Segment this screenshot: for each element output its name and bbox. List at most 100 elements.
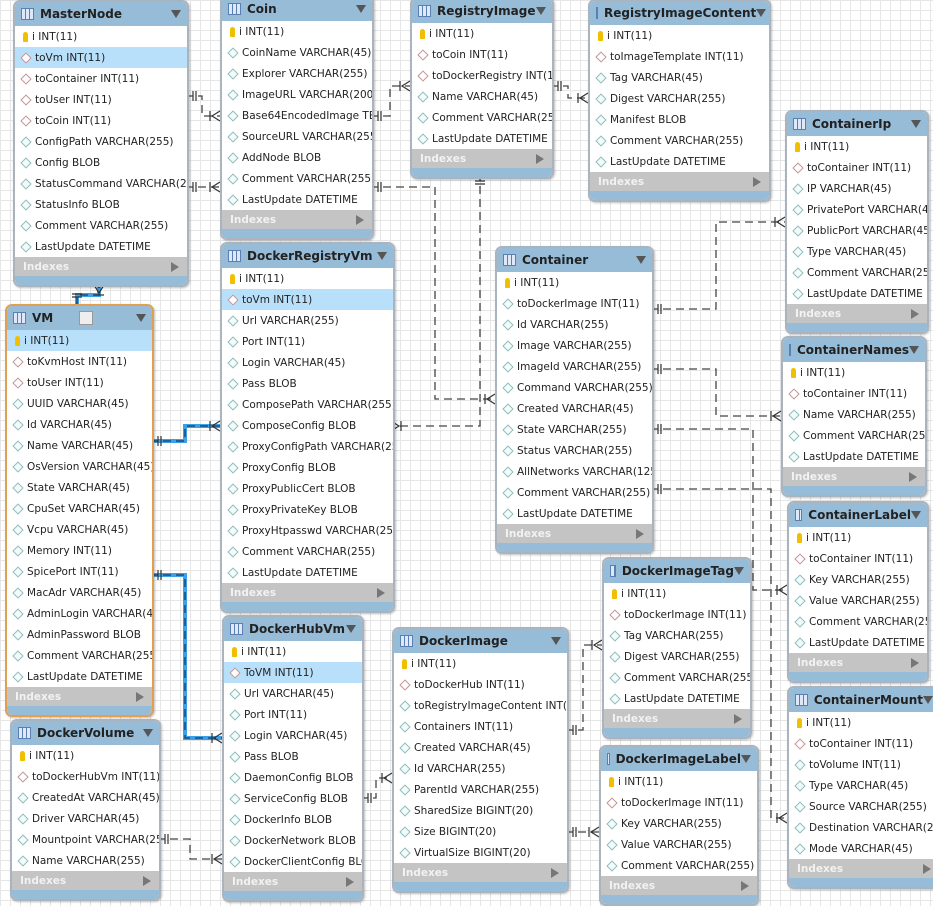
collapse-arrow-icon[interactable] bbox=[756, 9, 767, 17]
column-row[interactable]: CpuSet VARCHAR(45) bbox=[7, 498, 152, 519]
column-row[interactable]: i INT(11) bbox=[497, 272, 652, 293]
collapse-arrow-icon[interactable] bbox=[143, 729, 153, 737]
column-row[interactable]: ConfigPath VARCHAR(255) bbox=[15, 131, 187, 152]
column-row[interactable]: Mode VARCHAR(45) bbox=[789, 838, 933, 859]
column-row[interactable]: LastUpdate DATETIME bbox=[590, 151, 769, 172]
column-row[interactable]: Id VARCHAR(255) bbox=[497, 314, 652, 335]
table-header[interactable]: MasterNode bbox=[15, 2, 187, 26]
column-row[interactable]: Comment VARCHAR(255) bbox=[601, 855, 757, 876]
column-row[interactable]: Image VARCHAR(255) bbox=[497, 335, 652, 356]
indexes-section[interactable]: Indexes bbox=[15, 257, 187, 276]
column-row[interactable]: Explorer VARCHAR(255) bbox=[222, 63, 372, 84]
column-row[interactable]: LastUpdate DATETIME bbox=[787, 283, 927, 304]
column-row[interactable]: LastUpdate DATETIME bbox=[15, 236, 187, 257]
collapse-arrow-icon[interactable] bbox=[741, 755, 751, 763]
column-row[interactable]: toContainer INT(11) bbox=[789, 548, 927, 569]
table-header[interactable]: ContainerIp bbox=[787, 112, 927, 136]
column-row[interactable]: toContainer INT(11) bbox=[789, 733, 933, 754]
table-container-label[interactable]: ContainerLabel i INT(11) toContainer INT… bbox=[787, 501, 929, 683]
column-row[interactable]: Comment VARCHAR(255) bbox=[590, 130, 769, 151]
column-row[interactable]: AdminLogin VARCHAR(45) bbox=[7, 603, 152, 624]
relationship-line[interactable] bbox=[650, 368, 781, 417]
table-header[interactable]: VM bbox=[7, 306, 152, 330]
column-row[interactable]: AllNetworks VARCHAR(1255) bbox=[497, 461, 652, 482]
column-row[interactable]: Url VARCHAR(255) bbox=[222, 310, 393, 331]
column-row[interactable]: i INT(11) bbox=[787, 136, 927, 157]
relationship-line[interactable] bbox=[157, 838, 222, 860]
table-header[interactable]: Coin bbox=[222, 0, 372, 21]
column-row[interactable]: Comment VARCHAR(255) bbox=[412, 107, 552, 128]
column-row[interactable]: i INT(11) bbox=[789, 527, 927, 548]
table-docker-image-tag[interactable]: DockerImageTag i INT(11) toDockerImage I… bbox=[602, 557, 752, 739]
table-header[interactable]: ContainerLabel bbox=[789, 503, 927, 527]
column-row[interactable]: DockerClientConfig BLOB bbox=[224, 851, 362, 872]
column-row[interactable]: toUser INT(11) bbox=[7, 372, 152, 393]
column-row[interactable]: State VARCHAR(45) bbox=[7, 477, 152, 498]
column-row[interactable]: CoinName VARCHAR(45) bbox=[222, 42, 372, 63]
column-row[interactable]: Digest VARCHAR(255) bbox=[590, 88, 769, 109]
column-row[interactable]: Id VARCHAR(255) bbox=[394, 758, 567, 779]
indexes-section[interactable]: Indexes bbox=[604, 709, 750, 728]
column-row[interactable]: LastUpdate DATETIME bbox=[783, 446, 925, 467]
table-container-names[interactable]: ContainerNames i INT(11) toContainer INT… bbox=[781, 336, 927, 497]
indexes-section[interactable]: Indexes bbox=[783, 467, 925, 486]
column-row[interactable]: Comment VARCHAR(255) bbox=[15, 215, 187, 236]
collapse-arrow-icon[interactable] bbox=[536, 7, 546, 15]
column-row[interactable]: LastUpdate DATETIME bbox=[222, 189, 372, 210]
column-row[interactable]: ProxyPrivateKey BLOB bbox=[222, 499, 393, 520]
column-row[interactable]: Type VARCHAR(45) bbox=[787, 241, 927, 262]
column-row[interactable]: ToVM INT(11) bbox=[224, 662, 362, 683]
column-row[interactable]: UUID VARCHAR(45) bbox=[7, 393, 152, 414]
indexes-section[interactable]: Indexes bbox=[497, 524, 652, 543]
table-header[interactable]: RegistryImageContent bbox=[590, 1, 769, 25]
column-row[interactable]: i INT(11) bbox=[601, 771, 757, 792]
column-row[interactable]: i INT(11) bbox=[15, 26, 187, 47]
column-row[interactable]: Digest VARCHAR(255) bbox=[604, 646, 750, 667]
column-row[interactable]: toDockerImage INT(11) bbox=[601, 792, 757, 813]
table-docker-registry-vm[interactable]: DockerRegistryVm i INT(11) toVm INT(11) … bbox=[220, 242, 395, 613]
relationship-line[interactable] bbox=[650, 428, 787, 591]
column-row[interactable]: ProxyPublicCert BLOB bbox=[222, 478, 393, 499]
column-row[interactable]: Manifest BLOB bbox=[590, 109, 769, 130]
table-master-node[interactable]: MasterNode i INT(11) toVm INT(11) toCont… bbox=[13, 0, 189, 287]
table-header[interactable]: DockerImageLabel bbox=[601, 747, 757, 771]
column-row[interactable]: Port INT(11) bbox=[224, 704, 362, 725]
indexes-section[interactable]: Indexes bbox=[394, 863, 567, 882]
table-docker-image-label[interactable]: DockerImageLabel i INT(11) toDockerImage… bbox=[599, 745, 759, 906]
column-row[interactable]: Comment VARCHAR(255) bbox=[604, 667, 750, 688]
column-row[interactable]: Pass BLOB bbox=[222, 373, 393, 394]
collapse-arrow-icon[interactable] bbox=[911, 511, 921, 519]
indexes-section[interactable]: Indexes bbox=[787, 304, 927, 323]
column-row[interactable]: LastUpdate DATETIME bbox=[789, 632, 927, 653]
column-row[interactable]: i INT(11) bbox=[222, 21, 372, 42]
column-row[interactable]: Pass BLOB bbox=[224, 746, 362, 767]
column-row[interactable]: LastUpdate DATETIME bbox=[497, 503, 652, 524]
table-header[interactable]: RegistryImage bbox=[412, 0, 552, 23]
table-header[interactable]: DockerHubVm bbox=[224, 617, 362, 641]
table-container-mount[interactable]: ContainerMount i INT(11) toContainer INT… bbox=[787, 686, 933, 889]
table-container[interactable]: Container i INT(11) toDockerImage INT(11… bbox=[495, 246, 654, 554]
column-row[interactable]: PublicPort VARCHAR(45) bbox=[787, 220, 927, 241]
column-row[interactable]: toVolume INT(11) bbox=[789, 754, 933, 775]
column-row[interactable]: Comment VARCHAR(255) bbox=[783, 425, 925, 446]
collapse-arrow-icon[interactable] bbox=[136, 314, 146, 322]
column-row[interactable]: i INT(11) bbox=[394, 653, 567, 674]
column-row[interactable]: Value VARCHAR(255) bbox=[789, 590, 927, 611]
column-row[interactable]: Type VARCHAR(45) bbox=[789, 775, 933, 796]
column-row[interactable]: i INT(11) bbox=[789, 712, 933, 733]
column-row[interactable]: Status VARCHAR(255) bbox=[497, 440, 652, 461]
column-row[interactable]: Tag VARCHAR(45) bbox=[590, 67, 769, 88]
indexes-section[interactable]: Indexes bbox=[601, 876, 757, 895]
column-row[interactable]: DaemonConfig BLOB bbox=[224, 767, 362, 788]
table-registry-image-content[interactable]: RegistryImageContent i INT(11) toImageTe… bbox=[588, 0, 771, 202]
column-row[interactable]: LastUpdate DATETIME bbox=[7, 666, 152, 687]
table-coin[interactable]: Coin i INT(11) CoinName VARCHAR(45) Expl… bbox=[220, 0, 374, 240]
relationship-line[interactable] bbox=[370, 186, 495, 400]
column-row[interactable]: MacAdr VARCHAR(45) bbox=[7, 582, 152, 603]
table-header[interactable]: ContainerMount bbox=[789, 688, 933, 712]
column-row[interactable]: i INT(11) bbox=[222, 268, 393, 289]
column-row[interactable]: i INT(11) bbox=[604, 583, 750, 604]
column-row[interactable]: Url VARCHAR(45) bbox=[224, 683, 362, 704]
column-row[interactable]: Comment VARCHAR(255) bbox=[222, 168, 372, 189]
column-row[interactable]: ComposeConfig BLOB bbox=[222, 415, 393, 436]
